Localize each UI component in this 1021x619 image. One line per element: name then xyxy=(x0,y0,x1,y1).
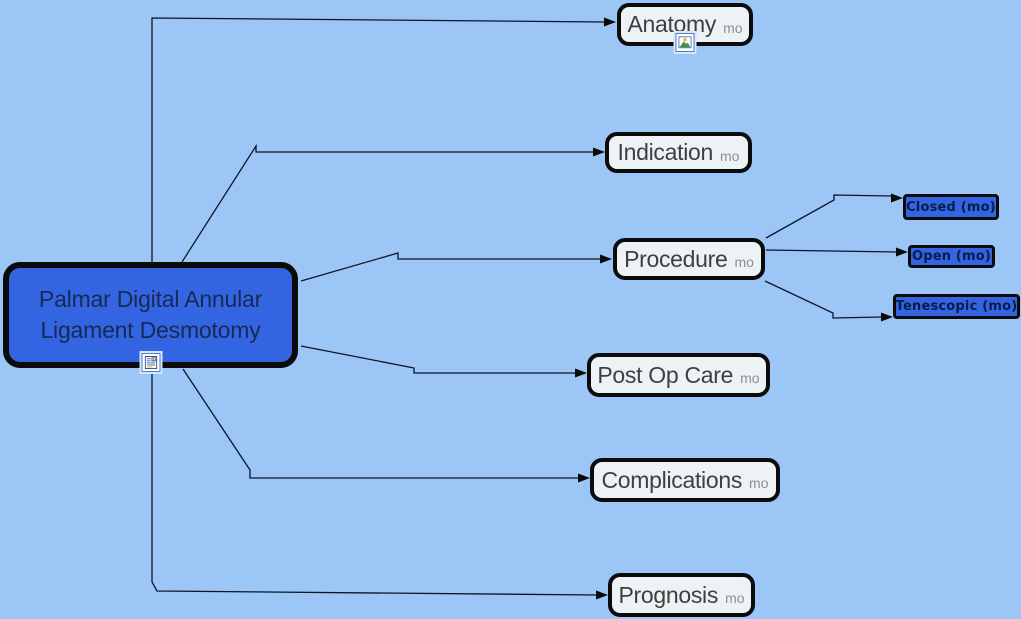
node-post-op-care[interactable]: Post Op Care mo xyxy=(587,353,770,397)
node-prognosis-label: Prognosis xyxy=(618,581,719,608)
arrowhead-procedure xyxy=(600,254,612,264)
subnode-tenescopic[interactable]: Tenescopic (mo) xyxy=(893,294,1020,319)
edge-procedure-open xyxy=(765,249,898,253)
edge-root-complications xyxy=(182,368,579,479)
arrowhead-complications xyxy=(578,473,590,483)
arrowhead-anatomy xyxy=(604,17,616,27)
node-prognosis-suffix: mo xyxy=(725,590,745,606)
edge-procedure-closed xyxy=(765,194,893,239)
node-complications-suffix: mo xyxy=(749,475,769,491)
subnode-tenescopic-label: Tenescopic (mo) xyxy=(895,299,1018,314)
node-procedure-suffix: mo xyxy=(734,254,754,270)
node-complications[interactable]: Complications mo xyxy=(590,458,780,502)
node-procedure-label: Procedure xyxy=(624,245,728,272)
edge-procedure-tenescopic xyxy=(764,280,883,319)
node-indication[interactable]: Indication mo xyxy=(605,132,752,173)
node-anatomy-label: Anatomy xyxy=(627,11,717,37)
subnode-open-label: Open (mo) xyxy=(911,249,992,264)
subnode-open[interactable]: Open (mo) xyxy=(908,245,995,268)
arrowhead-indication xyxy=(593,147,605,157)
edge-root-postopcare xyxy=(300,345,576,374)
subnode-closed-label: Closed (mo) xyxy=(906,199,996,215)
image-icon[interactable] xyxy=(675,33,695,52)
node-post-op-care-suffix: mo xyxy=(740,370,760,386)
edge-root-procedure xyxy=(300,252,601,282)
node-indication-label: Indication xyxy=(617,139,714,165)
edge-root-anatomy xyxy=(151,17,605,263)
subnode-closed[interactable]: Closed (mo) xyxy=(903,194,999,220)
node-procedure[interactable]: Procedure mo xyxy=(613,238,765,280)
arrowhead-postopcare xyxy=(575,368,587,378)
note-icon-glyph xyxy=(144,356,157,369)
arrowhead-open xyxy=(896,247,908,257)
node-post-op-care-label: Post Op Care xyxy=(597,361,734,388)
node-prognosis[interactable]: Prognosis mo xyxy=(608,573,755,617)
edge-root-prognosis xyxy=(151,369,598,596)
arrowhead-prognosis xyxy=(596,590,608,600)
node-complications-label: Complications xyxy=(601,466,743,493)
arrowhead-tenescopic xyxy=(881,312,893,322)
root-title-line2: Ligament Desmotomy xyxy=(40,317,261,343)
note-icon[interactable] xyxy=(141,353,160,372)
root-title-line1: Palmar Digital Annular xyxy=(38,286,263,312)
node-indication-suffix: mo xyxy=(720,147,740,164)
edge-root-indication xyxy=(181,143,594,263)
root-node[interactable]: Palmar Digital Annular Ligament Desmotom… xyxy=(3,262,298,372)
image-icon-glyph xyxy=(678,36,692,49)
node-anatomy[interactable]: Anatomy mo xyxy=(617,3,753,52)
arrowhead-closed xyxy=(891,193,903,203)
node-anatomy-suffix: mo xyxy=(723,19,743,36)
